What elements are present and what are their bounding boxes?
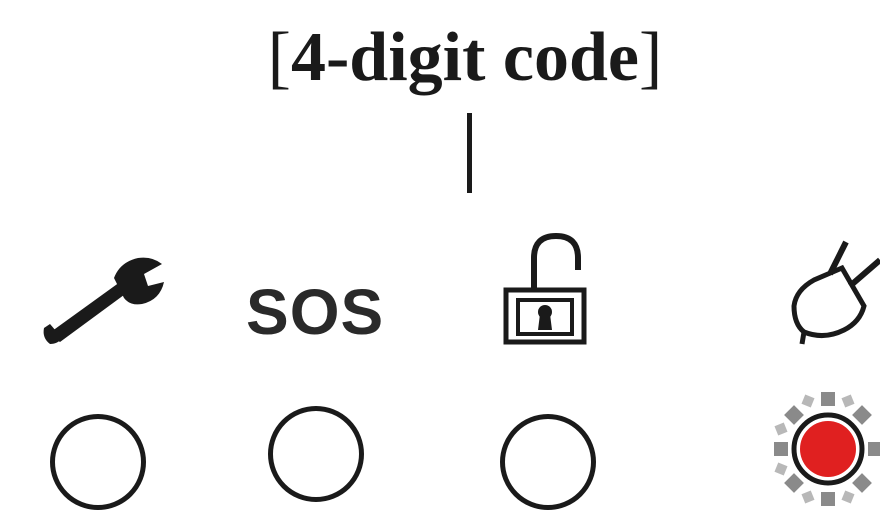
title-open-bracket: [: [268, 19, 291, 96]
sos-indicator-light: [268, 406, 364, 502]
code-title: [4-digit code]: [0, 18, 880, 98]
title-close-bracket: ]: [639, 19, 662, 96]
power-plug-icon: [786, 236, 880, 348]
wrench-icon: [40, 248, 170, 348]
title-code-label: 4-digit code: [291, 19, 639, 96]
unlocked-padlock-icon: [498, 228, 594, 348]
code-connector-line: [467, 113, 472, 193]
sos-icon: SOS: [246, 272, 384, 352]
power-indicator-light: [770, 388, 880, 510]
unlock-indicator-light: [500, 414, 596, 510]
service-indicator-light: [50, 414, 146, 510]
